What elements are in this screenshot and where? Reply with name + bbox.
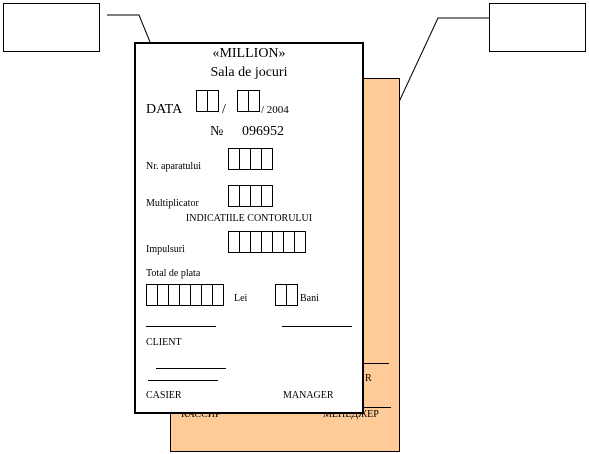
total-lei-cells bbox=[146, 284, 224, 306]
aparat-label: Nr. aparatului bbox=[146, 161, 201, 172]
bani-label: Bani bbox=[300, 293, 319, 304]
back-kassir-label: КАССИР bbox=[181, 409, 221, 420]
lei-label: Lei bbox=[234, 293, 248, 304]
indicatii-heading: INDICATIILE CONTORULUI bbox=[185, 213, 313, 224]
casier-label: CASIER bbox=[146, 390, 182, 401]
casier-signature-line bbox=[148, 380, 218, 381]
left-callout-box bbox=[3, 3, 100, 52]
left-leader-line bbox=[107, 14, 151, 43]
back-signature-line bbox=[363, 363, 389, 364]
venue-subtitle: Sala de jocuri bbox=[210, 65, 288, 80]
multiplicator-cells bbox=[228, 185, 273, 207]
date-month-cells bbox=[237, 90, 260, 112]
client-signature-line bbox=[146, 326, 216, 327]
aparat-cells bbox=[228, 148, 273, 170]
right-callout-box bbox=[489, 3, 586, 52]
number-symbol: № bbox=[210, 124, 224, 139]
client-label: CLIENT bbox=[146, 337, 182, 348]
back-partial-text: R bbox=[365, 373, 372, 384]
date-separator: / bbox=[222, 102, 226, 117]
brand-title: «MILLION» bbox=[212, 46, 286, 61]
total-bani-cells bbox=[275, 284, 298, 306]
upper-casier-line bbox=[156, 368, 226, 369]
impulsuri-label: Impulsuri bbox=[146, 244, 185, 255]
back-menedzher-label: МЕНЕДЖЕР bbox=[323, 409, 379, 420]
ticket-number: 096952 bbox=[242, 124, 284, 139]
total-label: Total de plata bbox=[146, 268, 201, 279]
ticket-front-copy: «MILLION» Sala de jocuri DATA / / 2004 №… bbox=[134, 42, 364, 414]
date-label: DATA bbox=[146, 102, 183, 117]
right-leader-line bbox=[397, 17, 489, 105]
manager-label: MANAGER bbox=[283, 390, 334, 401]
date-year: / 2004 bbox=[261, 104, 289, 116]
impulsuri-cells bbox=[228, 231, 306, 253]
second-signature-line bbox=[282, 326, 352, 327]
date-day-cells bbox=[196, 90, 219, 112]
multiplicator-label: Multiplicator bbox=[146, 198, 199, 209]
